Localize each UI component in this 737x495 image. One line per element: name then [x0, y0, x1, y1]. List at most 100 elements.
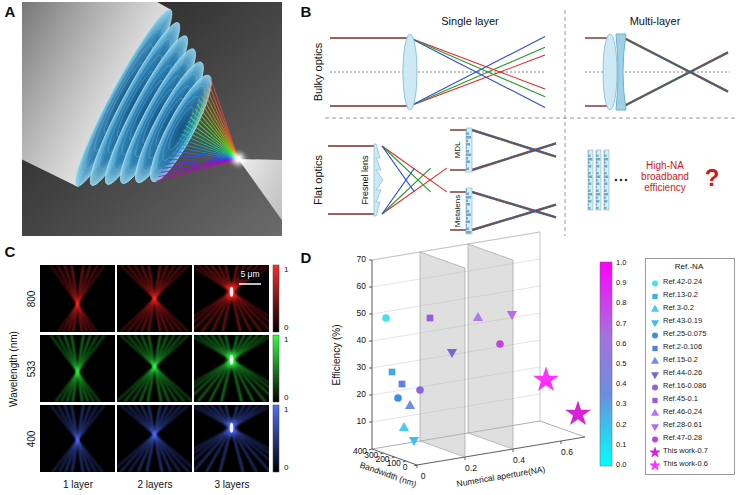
- column-label: 1 layer: [63, 479, 93, 490]
- data-marker: [473, 312, 483, 321]
- light-beam: [205, 265, 270, 332]
- legend-marker: [650, 382, 660, 392]
- pixel-block: [596, 151, 598, 154]
- pixel-block: [596, 172, 599, 175]
- light-beam: [198, 265, 270, 332]
- scale-label: 5 μm: [239, 270, 260, 279]
- light-ray: [472, 205, 556, 230]
- legend-marker: [650, 356, 660, 366]
- colorbar-tick: 0.1: [616, 441, 626, 449]
- light-ray: [472, 143, 556, 170]
- pixel-block: [596, 162, 598, 165]
- colorbar: [600, 262, 612, 466]
- colorbar-tick: 0.5: [616, 360, 626, 368]
- legend-text: Ref.28-0.61: [663, 421, 702, 429]
- field-background: [40, 265, 115, 332]
- light-beam: [212, 265, 262, 332]
- light-beam: [194, 335, 259, 402]
- pixel-block: [604, 158, 608, 161]
- colorbar-tick: 0.8: [616, 299, 626, 307]
- pixel-block: [604, 183, 607, 186]
- data-marker: [651, 304, 659, 311]
- legend-text: Ref.13-0.2: [663, 291, 698, 299]
- light-ray: [624, 38, 728, 92]
- axis-title: Efficiency (%): [331, 325, 342, 386]
- light-beam: [138, 405, 168, 472]
- data-marker: [652, 436, 658, 442]
- efficiency-axis: [372, 260, 373, 449]
- focal-spot: [230, 287, 234, 297]
- field-map: [40, 335, 115, 402]
- pixel-block: [466, 133, 469, 136]
- outgoing-beam: [201, 88, 282, 236]
- light-ray: [330, 37, 410, 38]
- lens-illustration: [22, 2, 282, 236]
- tick-mark: [403, 461, 406, 462]
- legend-row: Ref.42-0.24: [650, 276, 734, 289]
- legend-row: Ref.47-0.28: [650, 432, 734, 445]
- scale-bar: [239, 283, 261, 285]
- colorbar-tick: 0: [284, 394, 288, 403]
- light-ray: [410, 38, 545, 108]
- pixel-block: [596, 155, 599, 158]
- colorbar-tick: 0.6: [616, 340, 626, 348]
- pixel-block: [604, 186, 606, 189]
- tick-mark: [417, 465, 418, 468]
- pixel-block: [466, 221, 470, 224]
- pixel-block: [466, 164, 467, 167]
- element-label: Fresnel lens: [361, 155, 371, 204]
- colorbar-tick: 0.2: [616, 420, 626, 428]
- legend-row: Ref.15-0.2: [650, 354, 734, 367]
- pixel-block: [604, 162, 606, 165]
- legend-text: Ref.46-0.24: [663, 408, 702, 416]
- field-background: [117, 335, 192, 402]
- column-heading: Multi-layer: [630, 15, 681, 27]
- pixel-block: [604, 200, 607, 203]
- legend-row: This work-0.7: [650, 445, 734, 458]
- pixel-block: [596, 207, 599, 210]
- light-ray: [472, 143, 556, 170]
- pixel-block: [596, 186, 598, 189]
- legend-row: Ref.13-0.2: [650, 289, 734, 302]
- colorbar: [273, 335, 279, 402]
- pixel-block: [604, 179, 606, 182]
- field-background: [194, 405, 269, 472]
- pixel-block: [588, 162, 590, 165]
- light-beam: [51, 265, 98, 332]
- pixel-block: [604, 193, 608, 196]
- focal-glow: [228, 283, 235, 301]
- pixel-block: [466, 224, 467, 227]
- legend-row: Ref.46-0.24: [650, 406, 734, 419]
- na-plane: [468, 244, 513, 449]
- legend-marker: [650, 343, 660, 353]
- data-marker: [565, 400, 591, 425]
- column-heading: Single layer: [441, 15, 498, 27]
- field-map: [117, 405, 192, 472]
- pixel-block: [596, 158, 600, 161]
- legend-marker: [650, 369, 660, 379]
- pixel-block: [466, 210, 469, 213]
- tick-label: 50: [357, 309, 366, 318]
- colorbar-tick: 1: [284, 266, 288, 275]
- legend-box: Ref.42-0.24Ref.13-0.2Ref.3-0.2Ref.43-0.1…: [645, 258, 735, 475]
- legend-row: Ref.44-0.26: [650, 367, 734, 380]
- data-marker: [496, 340, 504, 348]
- light-ray: [328, 213, 376, 214]
- legend-marker: [650, 304, 660, 314]
- element-label: MDL: [454, 142, 463, 159]
- focusing-ray: [184, 113, 248, 159]
- data-marker: [651, 424, 659, 431]
- tick-mark: [369, 341, 372, 342]
- light-beam: [55, 335, 104, 402]
- floor-edge: [540, 421, 585, 437]
- pixel-block: [466, 203, 470, 206]
- data-marker: [447, 349, 457, 358]
- pixel-block: [604, 207, 607, 210]
- pixel-block: [588, 207, 591, 210]
- legend-text: Ref.25-0.075: [663, 330, 706, 338]
- legend-text: Ref.3-0.2: [663, 304, 694, 312]
- focus-spot: [235, 156, 242, 163]
- pixel-block: [466, 140, 468, 143]
- light-ray: [624, 38, 728, 92]
- pixel-block: [466, 189, 467, 192]
